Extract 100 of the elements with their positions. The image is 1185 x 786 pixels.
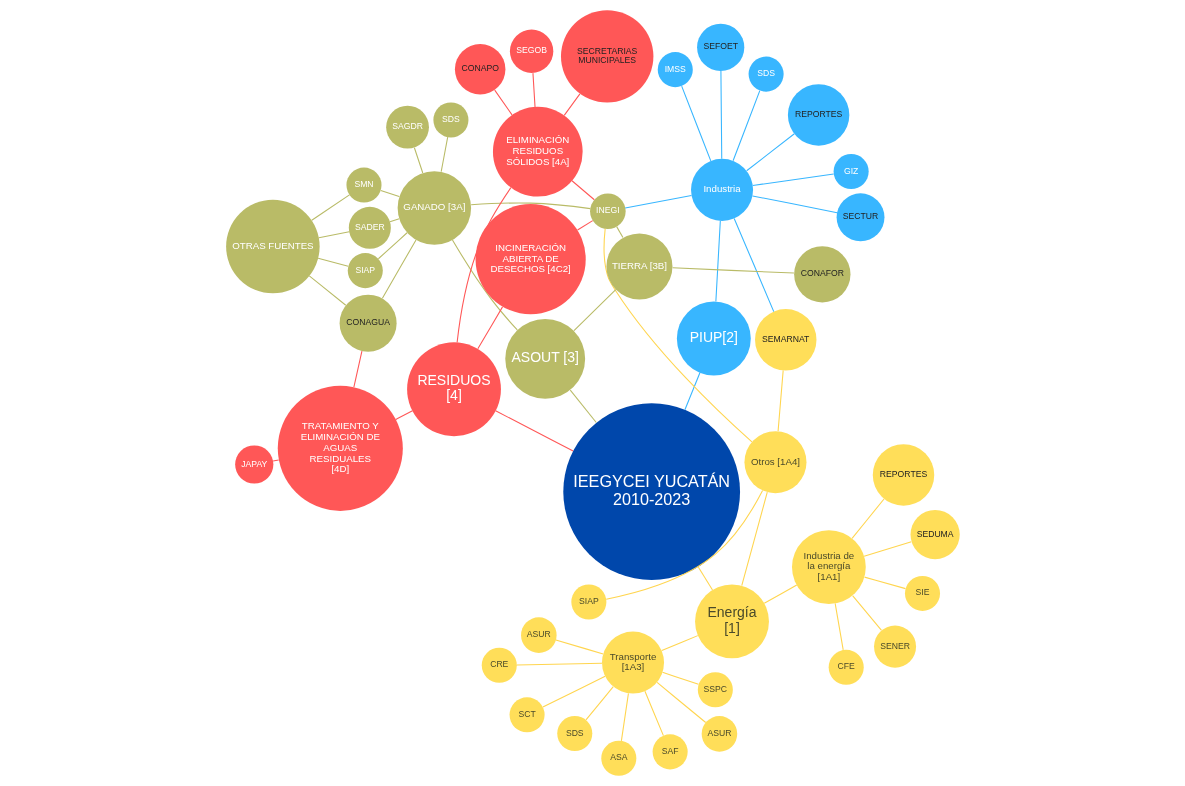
node-circle: CFE — [828, 649, 864, 685]
node-circle: REPORTES — [872, 444, 934, 506]
connector — [605, 490, 763, 600]
node-circle: CONAGUA — [339, 294, 397, 352]
node-circle: ELIMINACIÓN RESIDUOS SÓLIDOS [4A] — [492, 106, 583, 197]
connector — [569, 389, 597, 424]
node-circle: SECTUR — [836, 193, 884, 242]
connector — [863, 541, 912, 557]
connector — [656, 681, 706, 724]
node-circle: SAGDR — [385, 105, 429, 149]
node-circle: CONAFOR — [793, 246, 850, 303]
node-circle: SIAP — [347, 253, 383, 289]
connector — [317, 257, 349, 267]
node-circle: JAPAY — [234, 445, 273, 484]
connector — [620, 692, 629, 742]
connector — [576, 220, 593, 231]
node-circle: SIE — [904, 575, 940, 611]
node-circle: SECRETARIAS MUNICIPALES — [560, 10, 653, 103]
connector — [584, 686, 614, 721]
node-circle: SDS — [556, 716, 592, 752]
node-circle: ASOUT [3] — [504, 318, 585, 399]
node-circle: SMN — [345, 167, 381, 203]
connector — [494, 410, 574, 452]
node-circle: ASUR — [701, 716, 737, 752]
connector — [394, 410, 413, 420]
node-circle: RESIDUOS [4] — [406, 342, 501, 437]
connector — [272, 459, 279, 462]
connector — [388, 218, 400, 223]
connector — [377, 232, 408, 260]
node-circle: CRE — [481, 647, 517, 683]
connector — [570, 180, 595, 201]
node-circle: TIERRA [3B] — [605, 233, 672, 300]
connector — [660, 635, 698, 652]
node-circle: PIUP[2] — [676, 301, 751, 376]
connector — [740, 491, 768, 587]
node-circle: ASUR — [520, 617, 557, 653]
connector — [661, 671, 699, 685]
connector — [554, 639, 604, 655]
connector — [451, 239, 518, 331]
connector — [379, 190, 400, 198]
connector — [719, 70, 722, 160]
node-circle: Industria de la energía [1A1] — [791, 530, 866, 604]
connector — [714, 220, 721, 303]
node-circle: IEEGYCEI YUCATÁN 2010-2023 — [562, 403, 740, 580]
connector — [683, 372, 700, 411]
connector — [531, 72, 536, 108]
connector — [834, 602, 844, 651]
connector — [615, 226, 623, 239]
connector — [603, 228, 752, 443]
node-circle: IMSS — [657, 52, 693, 88]
node-circle: GANADO [3A] — [397, 171, 471, 245]
node-circle: ASA — [600, 740, 636, 776]
node-circle: SCT — [509, 697, 545, 733]
node-circle: SEDUMA — [910, 509, 960, 560]
node-circle: SAF — [652, 734, 688, 770]
connector — [763, 584, 797, 604]
connector — [413, 147, 423, 174]
node-circle: INCINERACIÓN ABIERTA DE DESECHOS [4C2] — [475, 204, 586, 315]
node-circle: TRATAMIENTO Y ELIMINACIÓN DE AGUAS RESIDUALES [4D] — [277, 385, 403, 511]
node-circle: CONAPO — [454, 44, 505, 95]
connector — [572, 289, 616, 332]
node-circle: Industria — [690, 158, 753, 221]
connector — [851, 595, 882, 631]
node-circle: OTRAS FUENTES — [225, 199, 320, 294]
node-circle: SDS — [432, 102, 468, 138]
node-circle: Transporte [1A3] — [601, 631, 664, 694]
node-circle: SEFOET — [696, 23, 744, 71]
connector — [352, 350, 362, 388]
connector — [515, 662, 603, 666]
connector — [697, 566, 713, 591]
connector — [381, 239, 417, 299]
connector — [732, 90, 760, 162]
connector — [751, 195, 838, 214]
connector — [563, 93, 580, 116]
node-circle: SENER — [873, 625, 916, 668]
connector — [476, 306, 503, 350]
connector — [777, 369, 784, 432]
node-circle: Energía [1] — [694, 584, 769, 659]
node-circle: SIAP — [570, 584, 606, 620]
connector — [680, 85, 711, 162]
connector — [643, 690, 664, 737]
connector — [310, 194, 350, 221]
node-circle: GIZ — [833, 154, 869, 190]
node-circle: INEGI — [589, 193, 626, 229]
node-circle: SADER — [348, 206, 391, 249]
connector — [493, 89, 513, 116]
node-circle: REPORTES — [787, 84, 849, 146]
connector — [624, 195, 692, 209]
connector — [851, 498, 885, 539]
node-circle: SSPC — [697, 672, 733, 708]
connector — [440, 136, 448, 173]
connector — [745, 133, 795, 172]
node-circle: SEGOB — [509, 29, 553, 73]
connector — [541, 675, 606, 708]
connector — [317, 231, 350, 239]
connector — [671, 267, 794, 274]
node-circle: SDS — [748, 56, 784, 92]
connector — [308, 275, 346, 306]
connector — [863, 576, 906, 590]
node-circle: SEMARNAT — [754, 309, 816, 371]
